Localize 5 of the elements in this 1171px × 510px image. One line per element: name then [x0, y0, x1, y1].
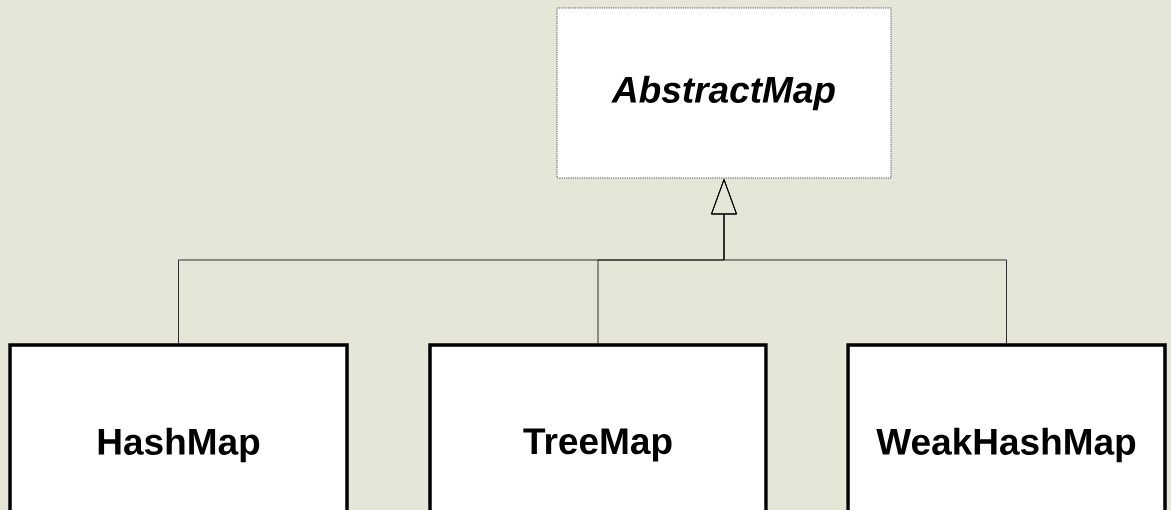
class-box: AbstractMap: [556, 7, 892, 179]
class-box: WeakHashMap: [846, 343, 1167, 510]
class-box: TreeMap: [428, 343, 768, 510]
inheritance-arrow: [711, 179, 1007, 344]
class-box: HashMap: [8, 343, 349, 510]
